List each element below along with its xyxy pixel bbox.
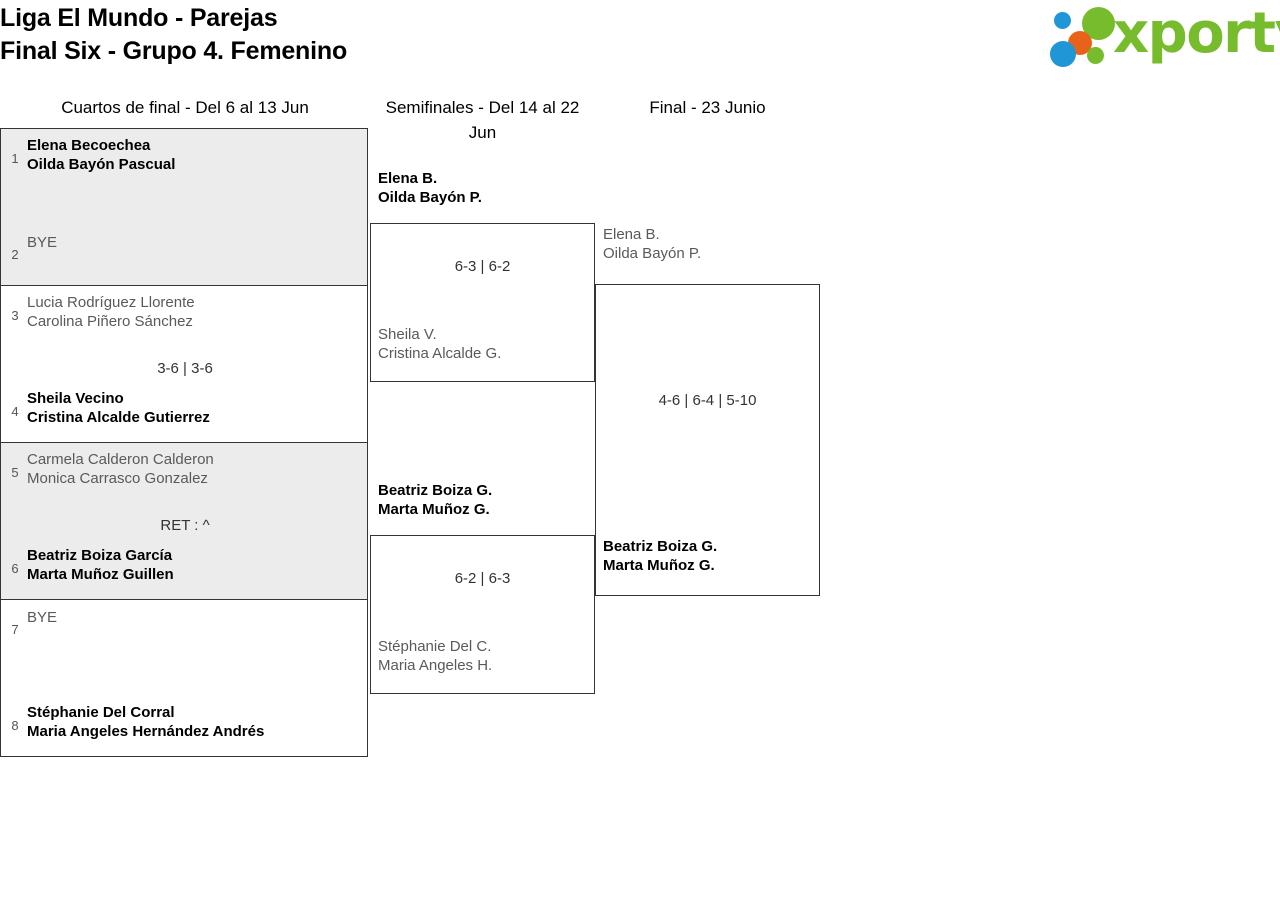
quarterfinal-match-3[interactable]: 5 Carmela Calderon Calderon Monica Carra…: [0, 442, 368, 600]
quarterfinal-match-4[interactable]: 7 BYE 8 Stéphanie Del Corral Maria Angel…: [0, 599, 368, 757]
final-match[interactable]: [595, 284, 820, 596]
team-names: Stéphanie Del Corral Maria Angeles Herná…: [27, 704, 265, 740]
team-names: Sheila Vecino Cristina Alcalde Gutierrez: [27, 390, 210, 426]
match-score: 6-2 | 6-3: [454, 570, 511, 587]
bracket-team-slot[interactable]: 8 Stéphanie Del Corral Maria Angeles Her…: [1, 704, 369, 750]
seed-number: 8: [11, 718, 19, 733]
logo-dot-green-small-icon: [1087, 47, 1104, 64]
semifinal-1-winner[interactable]: Elena B. Oilda Bayón P.: [378, 170, 482, 206]
semifinal-1-loser[interactable]: Sheila V. Cristina Alcalde G.: [378, 326, 502, 362]
seed-number: 2: [11, 247, 19, 262]
bracket-team-slot[interactable]: 4 Sheila Vecino Cristina Alcalde Gutierr…: [1, 390, 369, 436]
team-names: Beatriz Boiza García Marta Muñoz Guillen: [27, 547, 174, 583]
seed-number: 5: [11, 465, 19, 480]
page-header: Liga El Mundo - Parejas Final Six - Grup…: [0, 0, 1280, 80]
bracket-team-slot[interactable]: 7 BYE: [1, 608, 369, 654]
logo-dots-icon: [1050, 5, 1122, 67]
xporty-logo[interactable]: xporty: [1050, 3, 1280, 67]
match-score: RET : ^: [160, 517, 210, 534]
seed-number: 7: [11, 622, 19, 637]
match-score: 6-3 | 6-2: [454, 258, 511, 275]
match-score: 4-6 | 6-4 | 5-10: [658, 392, 757, 409]
bracket-team-slot[interactable]: 1 Elena Becoechea Oilda Bayón Pascual: [1, 137, 369, 183]
seed-number: 3: [11, 308, 19, 323]
logo-wordmark: xporty: [1113, 1, 1280, 66]
team-names: Elena Becoechea Oilda Bayón Pascual: [27, 137, 176, 173]
semifinal-match-2[interactable]: [370, 535, 595, 694]
logo-dot-blue-large-icon: [1050, 41, 1076, 67]
semifinal-match-1[interactable]: [370, 223, 595, 382]
bracket-team-slot[interactable]: 2 BYE: [1, 233, 369, 279]
semifinal-2-loser[interactable]: Stéphanie Del C. Maria Angeles H.: [378, 638, 493, 674]
bracket-team-slot[interactable]: 5 Carmela Calderon Calderon Monica Carra…: [1, 451, 369, 497]
match-score: 3-6 | 3-6: [157, 360, 213, 377]
round-header-final: Final - 23 Junio: [649, 98, 766, 117]
semifinal-2-winner[interactable]: Beatriz Boiza G. Marta Muñoz G.: [378, 482, 493, 518]
page-title: Liga El Mundo - Parejas Final Six - Grup…: [0, 4, 348, 65]
round-header-semifinals: Semifinales - Del 14 al 22 Jun: [385, 98, 580, 142]
logo-dot-blue-small-icon: [1054, 12, 1071, 29]
final-champion[interactable]: Beatriz Boiza G. Marta Muñoz G.: [603, 538, 718, 574]
round-header-quarterfinals: Cuartos de final - Del 6 al 13 Jun: [61, 98, 309, 117]
team-names: Carmela Calderon Calderon Monica Carrasc…: [27, 451, 214, 487]
bracket-team-slot[interactable]: 3 Lucia Rodríguez Llorente Carolina Piñe…: [1, 294, 369, 340]
team-names: BYE: [27, 234, 58, 251]
quarterfinal-match-2[interactable]: 3 Lucia Rodríguez Llorente Carolina Piñe…: [0, 285, 368, 443]
bracket-team-slot[interactable]: 6 Beatriz Boiza García Marta Muñoz Guill…: [1, 547, 369, 593]
team-names: Lucia Rodríguez Llorente Carolina Piñero…: [27, 294, 195, 330]
final-runner-up[interactable]: Elena B. Oilda Bayón P.: [603, 226, 702, 262]
seed-number: 1: [11, 151, 19, 166]
seed-number: 6: [11, 561, 19, 576]
quarterfinal-match-1[interactable]: 1 Elena Becoechea Oilda Bayón Pascual 2 …: [0, 128, 368, 286]
seed-number: 4: [11, 404, 19, 419]
tournament-bracket: 1 Elena Becoechea Oilda Bayón Pascual 2 …: [0, 128, 830, 758]
team-names: BYE: [27, 609, 58, 626]
